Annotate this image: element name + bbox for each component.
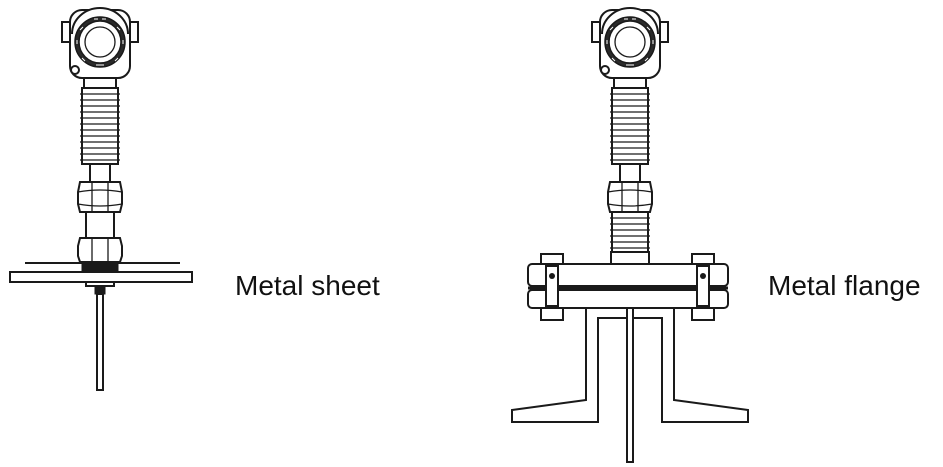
metal-sheet-plate	[9, 262, 193, 283]
metal-sheet-label: Metal sheet	[235, 270, 380, 301]
metal-flange-label: Metal flange	[768, 270, 921, 301]
sheet-transmitter-icon	[61, 7, 139, 391]
metal-flange	[511, 251, 749, 463]
flange-transmitter-icon	[591, 7, 669, 259]
